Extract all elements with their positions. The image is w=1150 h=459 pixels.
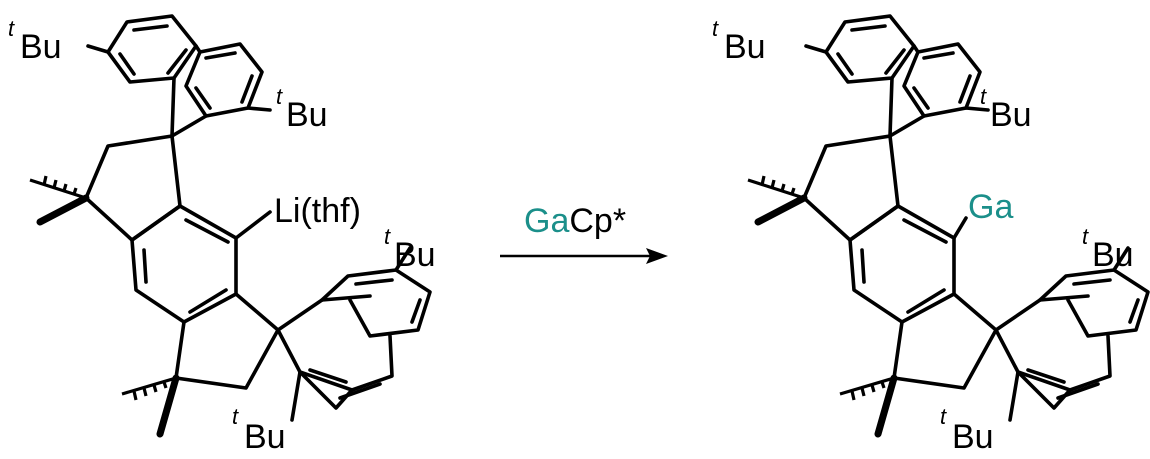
indacene-core (29, 134, 280, 438)
li-thf-label: Li(thf) (274, 192, 361, 230)
product-tbu-sup-top-left: t (712, 16, 719, 41)
product-tbu-sup-bottom: t (940, 404, 947, 429)
tbu-sup-bottom: t (232, 404, 239, 429)
product-tbu-bottom: Bu (952, 418, 994, 456)
product-tbu-top-left: Bu (724, 28, 766, 66)
arrow-head-icon (646, 248, 668, 264)
top-fluorene (86, 14, 272, 138)
product-top-fluorene (804, 14, 990, 138)
product-tbu-mid-right: Bu (1092, 236, 1134, 274)
tbu-top-left: Bu (20, 28, 62, 66)
gallium-label: Ga (968, 188, 1013, 226)
tbu-bottom: Bu (244, 418, 286, 456)
product-molecule: t Bu t Bu Ga t Bu t Bu (712, 14, 1150, 456)
reaction-arrow: GaCp* (500, 202, 668, 264)
product-tbu-sup-mid-right: t (1082, 224, 1089, 249)
reagent-metal: Ga (524, 202, 569, 240)
tbu-top-right: Bu (286, 96, 328, 134)
tbu-sup-top-left: t (8, 16, 15, 41)
reagent-label: GaCp* (524, 202, 626, 240)
tbu-sup-top-right: t (276, 84, 283, 109)
product-tbu-top-right: Bu (990, 96, 1032, 134)
bottom-fluorene (276, 246, 432, 422)
reagent-rest: Cp* (569, 202, 626, 240)
tbu-sup-mid-right: t (384, 224, 391, 249)
product-indacene-core (747, 134, 998, 438)
reactant-molecule: t Bu t Bu Li(thf) t Bu t Bu (8, 14, 436, 456)
product-tbu-sup-top-right: t (980, 84, 987, 109)
tbu-mid-right: Bu (394, 236, 436, 274)
product-bottom-fluorene (994, 246, 1150, 422)
